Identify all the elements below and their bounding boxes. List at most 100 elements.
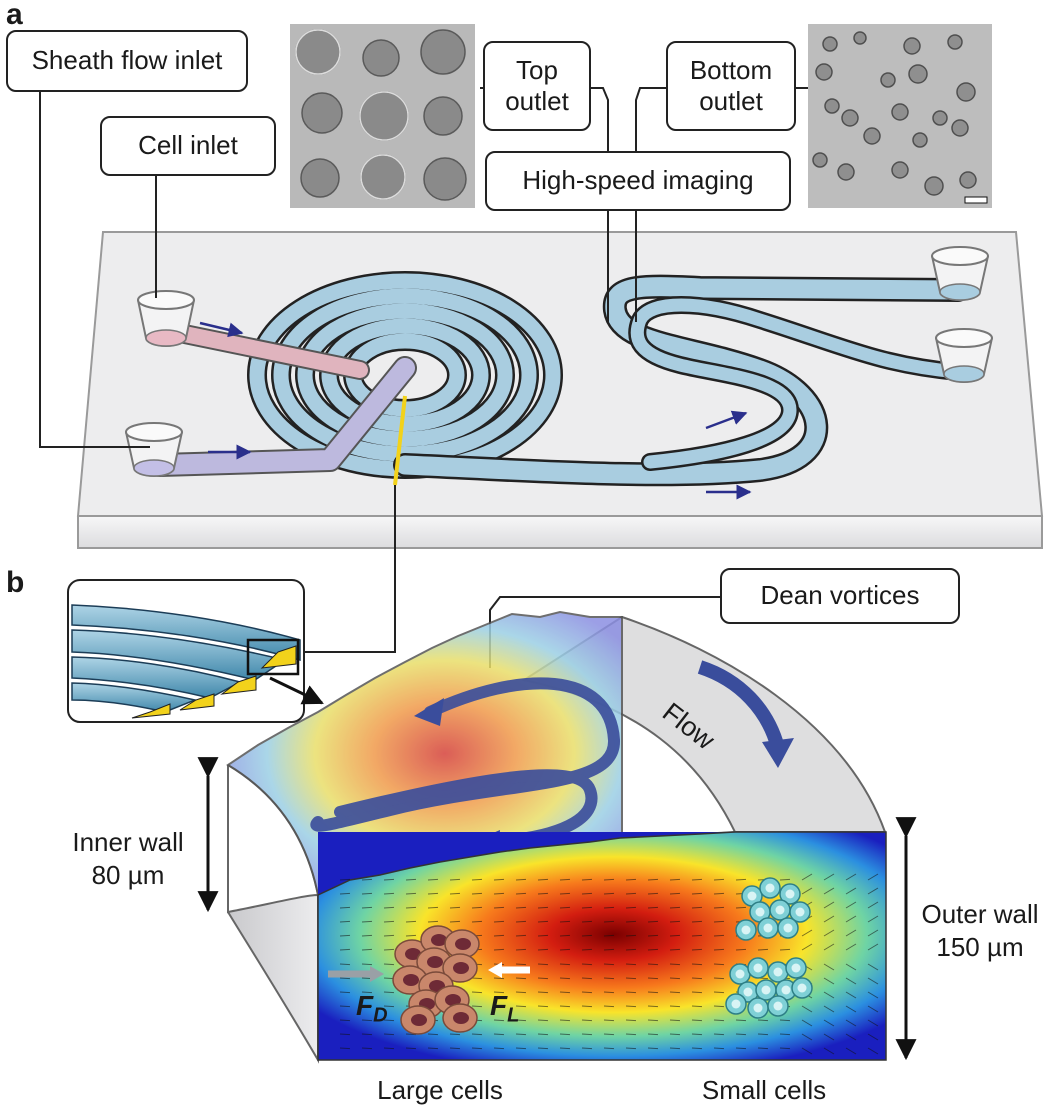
cross-section-marker (393, 395, 407, 486)
velocity-vector (625, 892, 637, 895)
velocity-vector (867, 1047, 879, 1055)
velocity-vector (339, 920, 351, 923)
large-cell-nucleus (403, 974, 419, 986)
velocity-vector (845, 943, 857, 951)
velocity-vector (801, 1005, 813, 1013)
small-cell-micrograph (808, 24, 992, 208)
velocity-vector (867, 887, 879, 895)
velocity-vector (537, 1019, 549, 1022)
top-outlet-well (931, 246, 989, 301)
velocity-vector (691, 1033, 703, 1036)
velocity-vector (515, 991, 527, 994)
velocity-vector (845, 929, 857, 937)
velocity-vector (339, 1033, 351, 1036)
velocity-vector (427, 892, 439, 895)
velocity-vector (493, 991, 505, 994)
velocity-vector (471, 1005, 483, 1008)
velocity-vector (867, 929, 879, 937)
velocity-vector (537, 948, 549, 951)
velocity-vector (537, 991, 549, 994)
velocity-vector (779, 948, 791, 951)
velocity-vector (493, 934, 505, 937)
large-cell-nucleus (431, 934, 447, 946)
velocity-vector (691, 892, 703, 895)
velocity-vector (471, 991, 483, 994)
velocity-vector (867, 1033, 879, 1041)
dean-vortices-label: Dean vortices (720, 568, 960, 624)
velocity-vector (735, 948, 747, 951)
velocity-vector (515, 1005, 527, 1008)
velocity-vector (735, 878, 747, 881)
bottom-outlet-leader (635, 87, 666, 322)
velocity-vector (405, 878, 417, 881)
velocity-vector (383, 934, 395, 937)
small-cell-nucleus (731, 999, 741, 1009)
velocity-vector (713, 920, 725, 923)
velocity-vector (493, 1033, 505, 1036)
velocity-vector (603, 963, 615, 966)
velocity-vector (845, 1047, 857, 1055)
large-cell-nucleus (445, 994, 461, 1006)
velocity-vector (581, 963, 593, 966)
small-cell-nucleus (765, 883, 775, 893)
velocity-vector (493, 892, 505, 895)
velocity-vector (691, 991, 703, 994)
velocity-vector (647, 948, 659, 951)
small-cells-label: Small cells (701, 1075, 827, 1105)
velocity-vector (581, 1047, 593, 1050)
velocity-vector (581, 948, 593, 951)
velocity-vector (845, 977, 857, 985)
velocity-vector (647, 920, 659, 923)
velocity-vector (603, 934, 615, 937)
small-cell-nucleus (753, 963, 763, 973)
velocity-vector (603, 892, 615, 895)
velocity-vector (559, 1033, 571, 1036)
force-arrows (328, 962, 530, 982)
velocity-vector (361, 878, 373, 881)
velocity-vector (581, 977, 593, 980)
velocity-vector (625, 1033, 637, 1036)
velocity-vector (339, 878, 351, 881)
velocity-vector (823, 1033, 835, 1041)
velocity-vector (581, 991, 593, 994)
arrow-outlet-upper (705, 410, 748, 430)
large-cell-nucleus (405, 948, 421, 960)
panel-b-letter: b (6, 566, 25, 599)
velocity-vector (713, 963, 725, 966)
velocity-vector (559, 991, 571, 994)
inner-wall-label: Inner wall 80 µm (72, 827, 184, 890)
velocity-vector (669, 934, 681, 937)
velocity-vector (383, 878, 395, 881)
sheath-flow (148, 356, 417, 477)
velocity-vector (603, 906, 615, 909)
velocity-vector (383, 991, 395, 994)
top-outlet-label: Top outlet (483, 41, 591, 131)
velocity-vector (867, 901, 879, 909)
velocity-vector (845, 873, 857, 881)
small-cell-nucleus (763, 923, 773, 933)
velocity-vector (427, 1033, 439, 1036)
velocity-vector (537, 963, 549, 966)
velocity-vector (383, 892, 395, 895)
velocity-vector (405, 906, 417, 909)
velocity-vector (823, 1005, 835, 1013)
velocity-vector (823, 991, 835, 999)
velocity-vector (515, 948, 527, 951)
velocity-vector (669, 963, 681, 966)
small-cell-nucleus (773, 1001, 783, 1011)
velocity-vector (493, 1019, 505, 1022)
velocity-vector (823, 943, 835, 951)
velocity-vector (691, 934, 703, 937)
dimension-arrows (197, 757, 917, 1061)
velocity-vector (801, 943, 813, 951)
velocity-vector (581, 1019, 593, 1022)
velocity-vector (801, 1033, 813, 1041)
velocity-vector (669, 948, 681, 951)
velocity-vector (537, 934, 549, 937)
velocity-vector (867, 943, 879, 951)
velocity-vector (405, 934, 417, 937)
velocity-vector (867, 1019, 879, 1027)
velocity-vector (713, 906, 725, 909)
velocity-vector (581, 1033, 593, 1036)
velocity-vector (757, 1047, 769, 1050)
